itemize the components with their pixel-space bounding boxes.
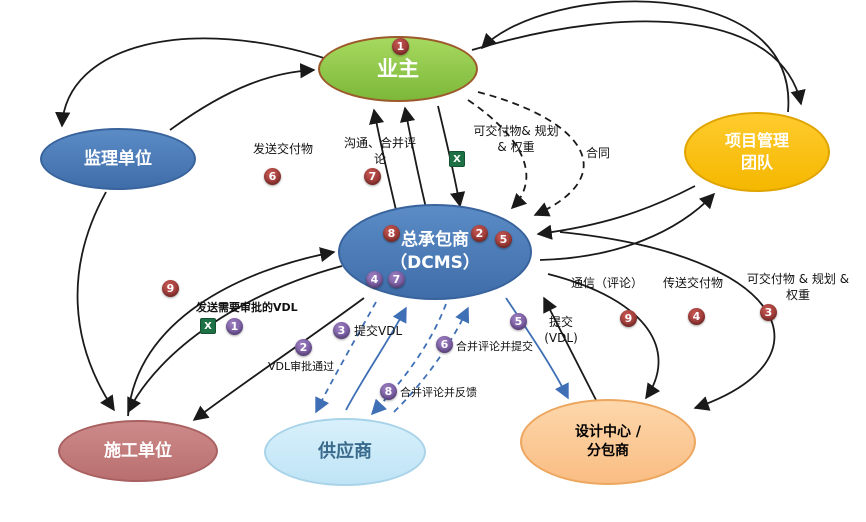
contractor-badge-7: 7	[388, 271, 405, 288]
contractor-badge-8: 8	[383, 225, 400, 242]
badge-send-deliverables: 6	[264, 168, 281, 185]
label-merge-submit: 合并评论并提交	[456, 340, 533, 353]
label-send-deliverables: 发送交付物	[252, 142, 313, 156]
badge-communicate: 7	[364, 168, 381, 185]
arrow-deliverables-to-design	[559, 231, 776, 411]
arrow-send-deliverables	[369, 108, 397, 211]
node-pm-team: 项目管理 团队	[684, 112, 830, 192]
label-comm-comments: 通信（评论）	[570, 276, 643, 290]
owner-badge: 1	[392, 38, 409, 55]
label-submit-vdl-design: 提交 (VDL)	[544, 315, 578, 345]
node-construction-unit: 施工单位	[58, 420, 218, 482]
arrow-contract	[477, 91, 585, 217]
arrow-submit-vdl-design	[505, 297, 569, 400]
badge-comm-comments: 9	[620, 310, 637, 327]
contractor-badge-2: 2	[471, 225, 488, 242]
arrow-owner-to-supervision	[55, 37, 331, 128]
arrow-vdl-approved	[315, 301, 377, 414]
contractor-badge-5: 5	[495, 231, 512, 248]
arrow-communicate	[400, 106, 427, 209]
label-transfer-deliverables: 传送交付物	[662, 276, 723, 290]
node-general-contractor-dcms: 总承包商 （DCMS）	[338, 204, 532, 300]
badge-merge-feedback: 8	[380, 383, 397, 400]
excel-icon: X	[449, 151, 465, 167]
node-design-center-subcontractor: 设计中心 / 分包商	[520, 399, 696, 485]
badge-construction-loop: 9	[162, 280, 179, 297]
arrow-owner-to-pm	[471, 20, 806, 106]
arrow-supervision-to-owner	[169, 63, 316, 131]
excel-icon-vdl: X	[200, 318, 216, 334]
label-merge-feedback: 合并评论并反馈	[400, 386, 477, 399]
badge-deliverables-plan-right: 3	[760, 304, 777, 321]
badge-submit-vdl: 3	[333, 322, 350, 339]
badge-transfer-deliverables: 4	[688, 308, 705, 325]
arrow-pm-to-owner	[480, 0, 789, 113]
arrow-submit-vdl	[345, 306, 407, 411]
node-supervision-unit: 监理单位	[40, 128, 196, 190]
node-supplier: 供应商	[264, 418, 426, 486]
arrow-supervision-to-construction	[76, 191, 115, 412]
arrow-merge-feedback	[370, 303, 447, 416]
badge-merge-submit: 6	[436, 336, 453, 353]
node-owner: 业主	[318, 36, 478, 102]
badge-submit-vdl-design: 5	[510, 313, 527, 330]
contractor-badge-4: 4	[366, 271, 383, 288]
label-communicate: 沟通、合并评 论	[343, 136, 416, 166]
label-submit-vdl: 提交VDL	[354, 324, 403, 338]
arrow-construction-to-contractor	[127, 247, 336, 417]
label-deliverables-plan-top: 可交付物& 规划 & 权重	[473, 124, 559, 154]
arrow-send-vdl	[192, 297, 365, 421]
label-vdl-approved: VDL审批通过	[268, 360, 335, 373]
label-contract: 合同	[585, 146, 610, 160]
badge-vdl-approved: 2	[295, 339, 312, 356]
arrow-contract-inner	[467, 99, 528, 210]
label-deliverables-plan-right: 可交付物 & 规划 & 权重	[746, 272, 850, 302]
arrow-transfer-deliverables	[547, 273, 661, 400]
arrow-pm-to-contractor	[536, 185, 696, 240]
arrow-merge-submit	[393, 306, 470, 413]
label-send-vdl: 发送需要审批的VDL	[196, 301, 298, 314]
badge-send-vdl: 1	[226, 318, 243, 335]
arrow-comm-comments	[543, 296, 597, 401]
arrow-contractor-to-pm	[539, 192, 716, 261]
